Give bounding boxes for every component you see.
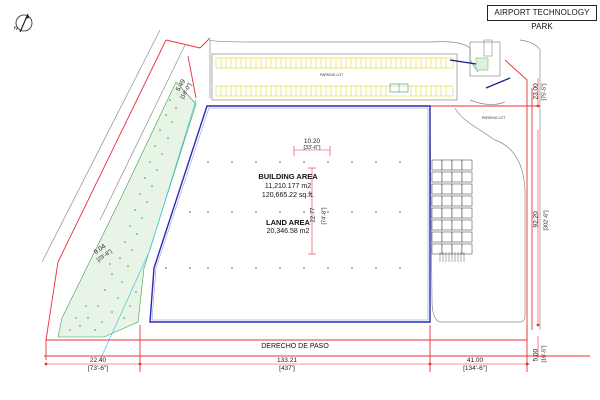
road-lines <box>41 29 211 263</box>
parking-label-secondary: PARKING LOT <box>482 116 506 120</box>
dock-ramp <box>439 252 465 262</box>
parking-label: PARKING LOT <box>320 73 344 77</box>
dim-bottom-left-ft: [73'-6"] <box>87 365 109 372</box>
dim-bottom-center-ft: [437'] <box>279 365 295 372</box>
land-area-m2: 20,346.58 m2 <box>266 228 310 235</box>
loading-docks <box>431 159 473 255</box>
column-grid <box>165 161 401 269</box>
dim-bottom-right: 41.00 <box>466 357 484 364</box>
dim-bottom-center: 133.21 <box>277 357 297 364</box>
dim-right-mid-ft: [302'-6"] <box>543 210 550 231</box>
dim-right-bottom: 5.00 <box>532 348 540 362</box>
dim-bottom-left: 22.40 <box>89 357 107 364</box>
building-area-sqft: 120,665.22 sq.ft. <box>261 192 315 199</box>
dim-right-top-ft: [75'-5"] <box>541 83 548 101</box>
dim-right-top: 23.00 <box>532 83 540 100</box>
dim-bottom-right-ft: [134'-6"] <box>463 365 487 372</box>
site-road-outline <box>209 39 541 330</box>
property-line <box>44 37 590 372</box>
building-area-m2: 11,210.177 m2 <box>264 183 312 190</box>
dim-top-center: 10.20 <box>303 138 321 145</box>
gate-area <box>449 39 511 89</box>
dimension-lines <box>46 78 539 365</box>
dim-center-vertical-ft: [74'-8"] <box>321 207 328 225</box>
building-outline <box>149 105 431 323</box>
landscape-strip <box>57 81 197 338</box>
dim-top-center-ft: [33'-6"] <box>303 145 321 151</box>
setback-line-lower <box>99 249 151 361</box>
dim-right-bottom-ft: [16'-5"] <box>541 345 548 363</box>
road-label: DERECHO DE PASO <box>261 343 329 350</box>
dim-center-vertical: 22.77 <box>310 207 317 223</box>
building-area-heading: BUILDING AREA <box>258 172 318 181</box>
parking-lot <box>211 53 458 101</box>
dim-right-mid: 92.20 <box>532 211 540 228</box>
setback-line <box>149 99 197 251</box>
dimension-ticks <box>44 104 540 366</box>
land-area-heading: LAND AREA <box>266 218 310 227</box>
north-arrow-icon: N <box>14 13 33 33</box>
drawing-title: AIRPORT TECHNOLOGY PARK <box>487 5 597 31</box>
svg-text:N: N <box>14 26 18 32</box>
